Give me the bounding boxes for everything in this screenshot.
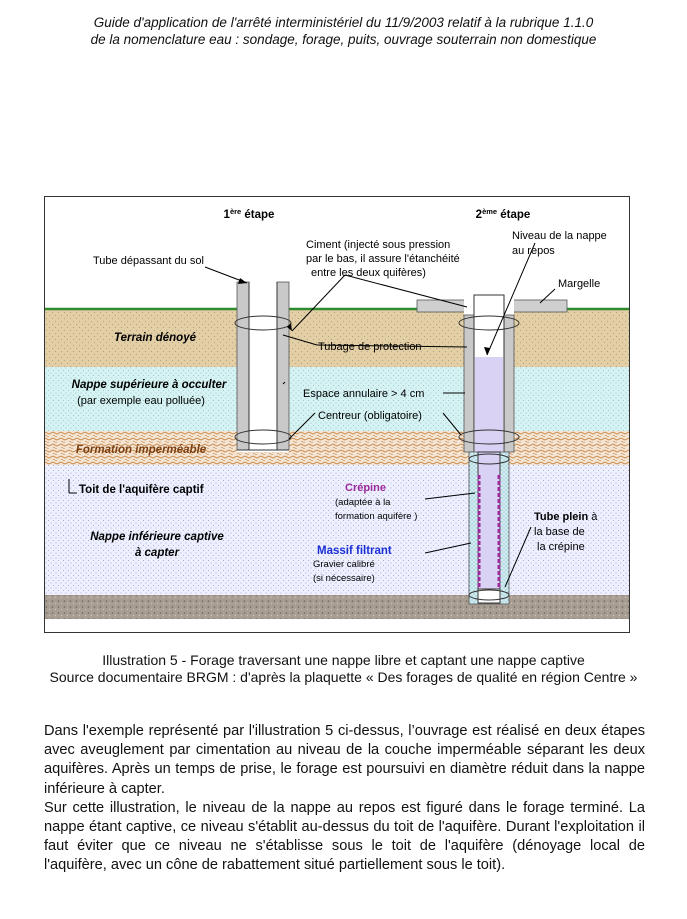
- well-diagram-svg: 1ère étape 2ème étape Terrain dénoyé Nap…: [45, 207, 629, 619]
- label-ciment-3: entre les deux quifères): [311, 267, 426, 279]
- figure-caption: Illustration 5 - Forage traversant une n…: [0, 652, 687, 686]
- label-massif-2: (si nécessaire): [313, 573, 375, 584]
- label-massif-title: Massif filtrant: [317, 545, 392, 557]
- label-formation: Formation imperméable: [76, 444, 207, 456]
- caption-title: Illustration 5 - Forage traversant une n…: [102, 652, 585, 668]
- label-ciment-2: par le bas, il assure l'étanchéité: [306, 253, 460, 265]
- well-diagram: 1ère étape 2ème étape Terrain dénoyé Nap…: [44, 196, 630, 633]
- layer-bedrock: [45, 595, 629, 619]
- label-toit: Toit de l'aquifère captif: [79, 484, 204, 496]
- label-crepine-title: Crépine: [345, 482, 386, 494]
- step-1-title: 1ère étape: [224, 207, 275, 221]
- paragraph-1: Dans l'exemple représenté par l'illustra…: [44, 723, 645, 797]
- label-niveau-2: au repos: [512, 245, 555, 257]
- label-nappe-inf-2: à capter: [135, 547, 180, 559]
- label-nappe-inf-1: Nappe inférieure captive: [90, 531, 224, 543]
- label-massif-1: Gravier calibré: [313, 559, 375, 570]
- label-tube-plein-2: la base de: [534, 526, 585, 538]
- label-tubage: Tubage de protection: [318, 341, 422, 353]
- margelle-left: [416, 299, 468, 313]
- paragraph-2: Sur cette illustration, le niveau de la …: [44, 799, 645, 874]
- label-crepine-2: formation aquifère ): [335, 511, 417, 522]
- label-tube-plein-1: Tube plein à: [534, 511, 598, 523]
- label-ciment-1: Ciment (injecté sous pression: [306, 239, 450, 251]
- label-espace: Espace annulaire > 4 cm: [303, 388, 424, 400]
- label-tube-plein-3: la crépine: [537, 541, 585, 553]
- label-nappe-sup-2: (par exemple eau polluée): [77, 395, 205, 407]
- step-2-title: 2ème étape: [476, 207, 531, 221]
- leader-arrowheads: [238, 278, 490, 355]
- label-terrain: Terrain dénoyé: [114, 332, 197, 344]
- label-crepine-1: (adaptée à la: [335, 497, 391, 508]
- page-header: Guide d'application de l'arrêté intermin…: [0, 14, 687, 48]
- label-nappe-sup-1: Nappe supérieure à occulter: [72, 379, 227, 391]
- leader-lines: [68, 242, 556, 588]
- label-centreur: Centreur (obligatoire): [318, 410, 422, 422]
- label-margelle: Margelle: [558, 278, 600, 290]
- margelle-right: [512, 299, 568, 313]
- header-line-2: de la nomenclature eau : sondage, forage…: [90, 32, 597, 47]
- label-niveau-1: Niveau de la nappe: [512, 230, 607, 242]
- label-tube-depassant: Tube dépassant du sol: [93, 255, 204, 267]
- well-step-1: [234, 281, 292, 452]
- caption-source: Source documentaire BRGM : d'après la pl…: [49, 669, 638, 685]
- body-text: Dans l'exemple représenté par l'illustra…: [44, 722, 645, 876]
- header-line-1: Guide d'application de l'arrêté intermin…: [93, 15, 594, 30]
- well-step-2: [416, 294, 568, 605]
